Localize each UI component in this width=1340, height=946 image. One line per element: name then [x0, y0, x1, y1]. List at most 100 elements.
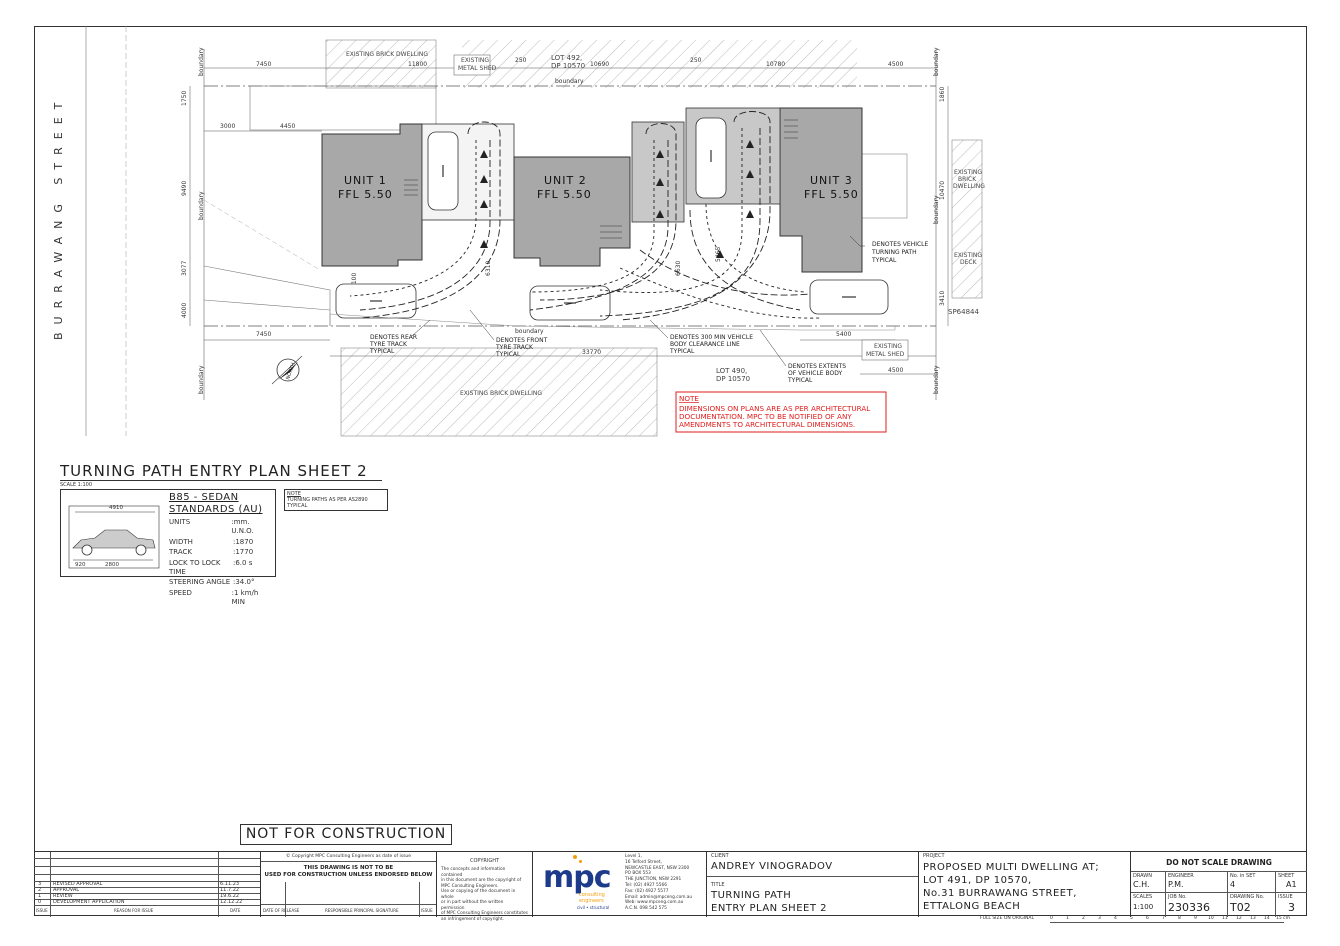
svg-text:EXISTING: EXISTING	[954, 169, 982, 176]
copyright-block: COPYRIGHT The concepts and information c…	[436, 852, 532, 922]
svg-text:METAL SHED: METAL SHED	[866, 351, 905, 358]
drawing-info: DO NOT SCALE DRAWING DRAWN C.H. ENGINEER…	[1130, 852, 1307, 917]
svg-text:EXISTING: EXISTING	[874, 343, 902, 350]
svg-text:3077: 3077	[181, 261, 188, 276]
svg-text:TYPICAL: TYPICAL	[871, 257, 897, 264]
svg-text:250: 250	[690, 57, 702, 64]
not-for-construction-stamp: NOT FOR CONSTRUCTION	[240, 824, 452, 845]
do-not-scale: DO NOT SCALE DRAWING	[1166, 858, 1272, 867]
svg-text:LOT 490,: LOT 490,	[716, 367, 747, 375]
issue-number: 3	[1288, 901, 1295, 914]
svg-text:TYPICAL: TYPICAL	[369, 348, 395, 355]
svg-text:DENOTES REAR: DENOTES REAR	[370, 334, 417, 341]
company-address: Level 1, 16 Telford Street, NEWCASTLE EA…	[625, 854, 693, 912]
svg-text:AMENDMENTS TO ARCHITECTURAL DI: AMENDMENTS TO ARCHITECTURAL DIMENSIONS.	[679, 420, 855, 429]
client-name: ANDREY VINOGRADOV	[711, 861, 833, 872]
svg-text:boundary: boundary	[933, 195, 940, 224]
job-number: 230336	[1168, 901, 1210, 914]
svg-text:DENOTES VEHICLE: DENOTES VEHICLE	[872, 241, 929, 248]
north-arrow: NORTH	[271, 355, 303, 385]
svg-text:BRICK: BRICK	[958, 176, 977, 183]
svg-text:DENOTES 300 MIN VEHICLE: DENOTES 300 MIN VEHICLE	[670, 334, 753, 341]
svg-text:boundary: boundary	[515, 328, 544, 335]
vehicle-title-1: B85 - SEDAN	[169, 492, 239, 503]
drawing-title-2: ENTRY PLAN SHEET 2	[711, 903, 827, 914]
title-block: 3 REVISED APPROVAL 6.11.23 2 APPROVAL 11…	[34, 851, 1307, 922]
svg-text:3410: 3410	[939, 291, 946, 306]
svg-text:9490: 9490	[181, 181, 188, 196]
svg-text:10780: 10780	[766, 61, 785, 68]
svg-text:DECK: DECK	[960, 259, 978, 266]
svg-text:DIMENSIONS ON PLANS ARE AS PER: DIMENSIONS ON PLANS ARE AS PER ARCHITECT…	[679, 404, 870, 413]
svg-text:TYRE TRACK: TYRE TRACK	[369, 341, 408, 348]
svg-text:boundary: boundary	[198, 47, 205, 76]
svg-text:4000: 4000	[181, 303, 188, 318]
project-block: PROJECT PROPOSED MULTI DWELLING AT; LOT …	[918, 852, 1130, 917]
existing-dwelling-bottom	[340, 347, 658, 437]
svg-text:TYRE TRACK: TYRE TRACK	[495, 344, 534, 351]
client-title-block: CLIENT ANDREY VINOGRADOV TITLE TURNING P…	[706, 852, 918, 917]
svg-text:2800: 2800	[105, 562, 119, 568]
svg-text:1860: 1860	[939, 87, 946, 102]
unit-3-building	[779, 107, 863, 273]
svg-text:4500: 4500	[888, 367, 903, 374]
svg-text:DP 10570: DP 10570	[716, 375, 750, 383]
architectural-note-box	[675, 391, 887, 433]
svg-text:boundary: boundary	[555, 78, 584, 85]
svg-text:7450: 7450	[256, 61, 271, 68]
svg-text:33770: 33770	[582, 349, 601, 356]
svg-text:5400: 5400	[836, 331, 851, 338]
svg-text:6310: 6310	[485, 261, 492, 276]
svg-text:TYPICAL: TYPICAL	[787, 377, 813, 384]
vehicle-diagram: 4910 920 2800	[68, 505, 160, 569]
scale-bar: FULL SIZE ON ORIGINAL 0 1 2 3 4 5 6 7 8 …	[980, 916, 1291, 923]
drawing-sheet-border	[34, 26, 1307, 916]
svg-text:boundary: boundary	[933, 47, 940, 76]
svg-text:920: 920	[75, 562, 86, 568]
svg-text:BODY CLEARANCE LINE: BODY CLEARANCE LINE	[670, 341, 740, 348]
svg-text:7450: 7450	[256, 331, 271, 338]
svg-text:TURNING PATH: TURNING PATH	[871, 249, 917, 256]
svg-text:10470: 10470	[939, 181, 946, 200]
unit-2-ffl: FFL 5.50	[537, 188, 592, 201]
svg-text:11800: 11800	[408, 61, 427, 68]
svg-text:EXISTING: EXISTING	[461, 57, 489, 64]
svg-text:DWELLING: DWELLING	[953, 183, 985, 190]
title-underline	[60, 480, 382, 481]
svg-text:SP64844: SP64844	[948, 308, 979, 316]
svg-text:EXISTING BRICK DWELLING: EXISTING BRICK DWELLING	[460, 390, 542, 397]
revision-table: 3 REVISED APPROVAL 6.11.23 2 APPROVAL 11…	[34, 852, 260, 917]
vehicle-specs: UNITS:mm. U.N.O. WIDTH:1870 TRACK:1770 L…	[169, 518, 259, 606]
svg-text:DP 10570: DP 10570	[551, 62, 585, 70]
svg-text:EXISTING: EXISTING	[954, 252, 982, 259]
svg-text:DOCUMENTATION. MPC TO BE NOTIF: DOCUMENTATION. MPC TO BE NOTIFIED OF ANY	[679, 412, 852, 421]
svg-text:NORTH: NORTH	[285, 362, 297, 381]
svg-text:TYPICAL: TYPICAL	[495, 351, 521, 358]
svg-text:6630: 6630	[675, 261, 682, 276]
vehicle-title-2: STANDARDS (AU)	[169, 504, 263, 515]
svg-text:LOT 492,: LOT 492,	[551, 54, 582, 62]
svg-text:3000: 3000	[220, 123, 235, 130]
logo-dot-icon	[573, 855, 577, 859]
svg-text:4500: 4500	[888, 61, 903, 68]
turning-path-unit3	[619, 111, 771, 321]
unit-3-label: UNIT 3	[810, 174, 853, 187]
vehicle-note-box: NOTE TURNING PATHS AS PER AS2890 TYPICAL	[284, 489, 388, 511]
unit-2-building	[513, 156, 631, 267]
company-logo: mpc consulting engineers civil • structu…	[532, 852, 622, 917]
svg-text:NOTE: NOTE	[679, 394, 699, 403]
svg-text:4910: 4910	[109, 505, 123, 511]
turning-path-unit1	[359, 121, 501, 319]
turning-path-unit2	[539, 123, 677, 301]
scale-label: SCALE 1:100	[60, 482, 93, 488]
logo-wordmark: mpc	[543, 860, 612, 895]
svg-text:EXISTING BRICK DWELLING: EXISTING BRICK DWELLING	[346, 51, 428, 58]
svg-text:DENOTES FRONT: DENOTES FRONT	[496, 337, 548, 344]
svg-text:OF VEHICLE BODY: OF VEHICLE BODY	[788, 370, 843, 377]
svg-text:250: 250	[515, 57, 527, 64]
svg-text:METAL SHED: METAL SHED	[458, 65, 497, 72]
svg-text:1100: 1100	[351, 273, 358, 288]
unit-2-label: UNIT 2	[544, 174, 587, 187]
svg-text:boundary: boundary	[933, 365, 940, 394]
